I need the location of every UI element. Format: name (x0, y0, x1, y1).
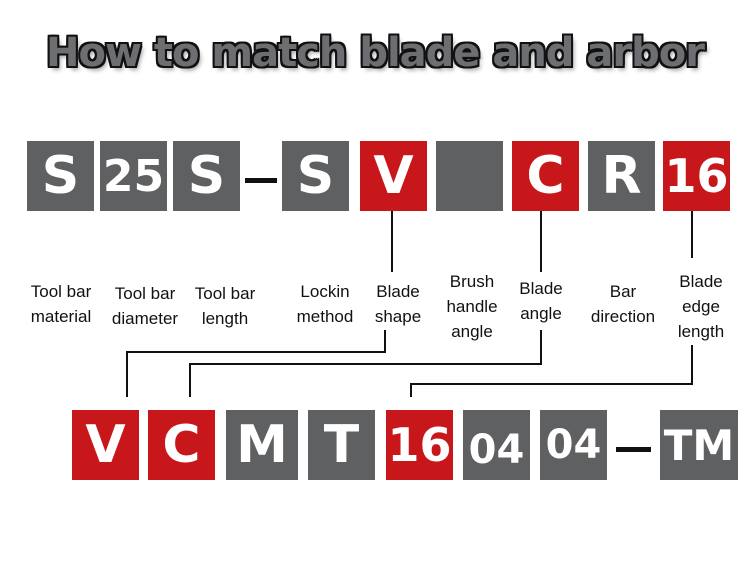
connector-blade-edge-length (410, 211, 693, 397)
top-code-box-bar-direction: R (588, 141, 655, 211)
label-tool-bar-length: Tool bar length (194, 284, 256, 328)
connector-blade-shape (126, 211, 393, 397)
bottom-code-box-m: M (226, 410, 298, 480)
top-code-box-blade-angle: C (512, 141, 579, 211)
bottom-code-dash (616, 447, 651, 452)
label-lockin-method: Lockin method (296, 282, 354, 326)
bottom-code-box-04-first: 04 (463, 410, 530, 480)
label-bar-direction: Bar direction (590, 282, 656, 326)
label-blade-shape: Blade shape (374, 282, 422, 326)
bottom-code-box-04-second: 04 (540, 410, 607, 480)
label-tool-bar-material: Tool bar material (30, 282, 92, 326)
page-title: How to match blade and arbor (46, 30, 705, 76)
bottom-code-box-v: V (72, 410, 139, 480)
bottom-code-box-16: 16 (386, 410, 453, 480)
top-code-box-blade-shape: V (360, 141, 427, 211)
top-code-box-tool-bar-length: S (173, 141, 240, 211)
bottom-code-box-tm: TM (660, 410, 738, 480)
top-code-box-lockin-method: S (282, 141, 349, 211)
top-code-box-blade-edge-length: 16 (663, 141, 730, 211)
label-tool-bar-diameter: Tool bar diameter (111, 284, 179, 328)
label-blade-edge-length: Blade edge length (677, 272, 725, 341)
top-code-box-tool-bar-diameter: 25 (100, 141, 167, 211)
label-brush-handle-angle: Brush handle angle (446, 272, 498, 341)
top-code-dash (245, 178, 277, 183)
top-code-box-tool-bar-material: S (27, 141, 94, 211)
bottom-code-box-t: T (308, 410, 375, 480)
label-blade-angle: Blade angle (519, 279, 563, 323)
bottom-code-box-c: C (148, 410, 215, 480)
top-code-box-brush-handle-angle (436, 141, 503, 211)
connector-blade-angle (189, 211, 542, 397)
